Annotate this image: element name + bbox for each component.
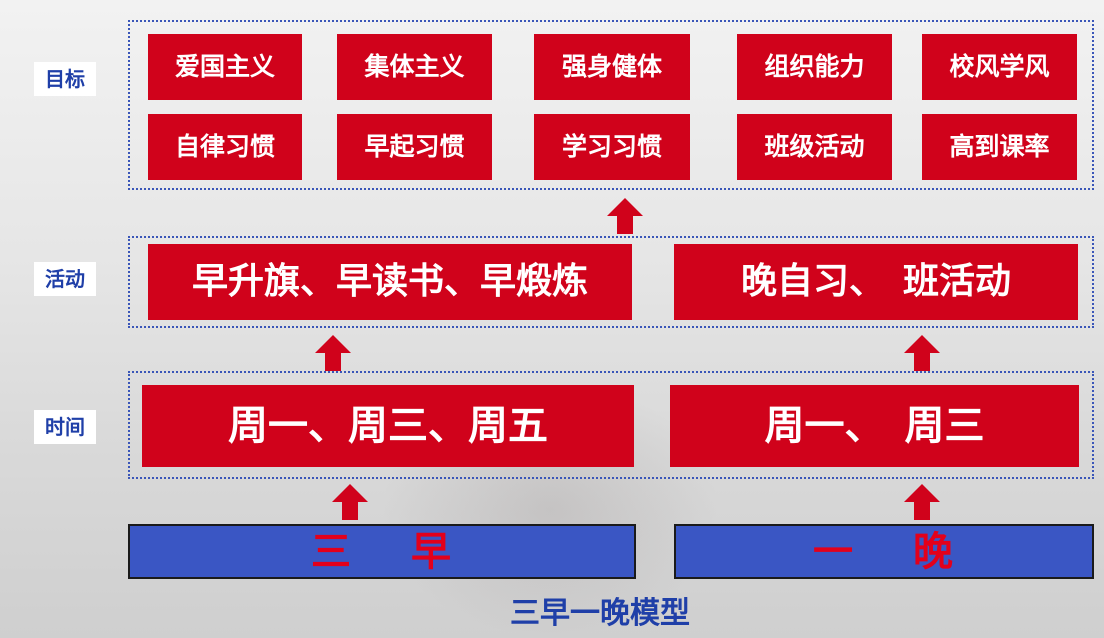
base-one-evening: 一 晚 <box>674 524 1094 579</box>
goal-item: 强身健体 <box>534 34 690 100</box>
time-left: 周一、周三、周五 <box>142 385 634 467</box>
goal-item: 自律习惯 <box>148 114 302 180</box>
row-label-goals: 目标 <box>34 62 96 96</box>
up-arrow-icon <box>330 482 370 522</box>
base-three-mornings: 三 早 <box>128 524 636 579</box>
goal-item: 高到课率 <box>922 114 1077 180</box>
goal-item: 组织能力 <box>737 34 892 100</box>
activity-right: 晚自习、 班活动 <box>674 244 1078 320</box>
goal-item: 爱国主义 <box>148 34 302 100</box>
diagram-caption: 三早一晚模型 <box>510 596 690 631</box>
up-arrow-icon <box>902 333 942 373</box>
goal-item: 早起习惯 <box>337 114 492 180</box>
up-arrow-icon <box>902 482 942 522</box>
goal-item: 班级活动 <box>737 114 892 180</box>
row-label-time: 时间 <box>34 410 96 444</box>
activities-frame <box>128 236 1094 328</box>
goal-item: 校风学风 <box>922 34 1077 100</box>
activity-left: 早升旗、早读书、早煅炼 <box>148 244 632 320</box>
goals-frame <box>128 20 1094 190</box>
time-right: 周一、 周三 <box>670 385 1079 467</box>
time-frame <box>128 371 1094 479</box>
up-arrow-icon <box>313 333 353 373</box>
goal-item: 学习习惯 <box>534 114 690 180</box>
up-arrow-icon <box>605 196 645 236</box>
row-label-activities: 活动 <box>34 262 96 296</box>
goal-item: 集体主义 <box>337 34 492 100</box>
